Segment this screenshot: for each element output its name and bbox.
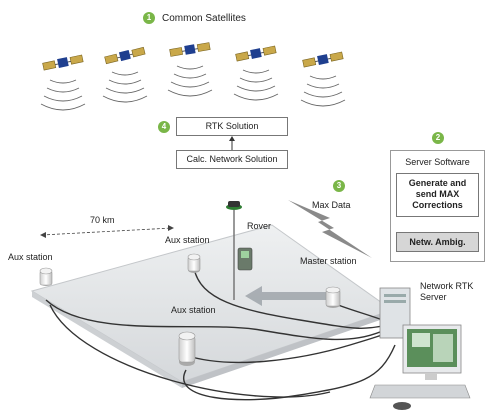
aux-station-front-label: Aux station [171,305,216,315]
satellite-2 [104,46,146,65]
distance-label: 70 km [90,215,115,225]
aux-station-middle [187,253,201,273]
satellite-5 [302,51,344,68]
server-computer [369,287,471,410]
max-data-label: Max Data [312,200,351,210]
satellite-4 [235,45,277,62]
aux-station-left [39,267,53,286]
step-badge-3: 3 [333,180,345,192]
master-station-label: Master station [300,256,357,266]
step-badge-4: 4 [158,121,170,133]
satellite-signal-5 [300,75,346,107]
satellite-3 [169,42,211,57]
network-rtk-server-label: Network RTK Server [420,281,474,302]
distance-arrow [40,225,174,238]
satellite-signal-4 [233,69,279,101]
satellite-signal-1 [40,79,86,111]
correction-flow-arrow [245,286,330,306]
network-ambiguity-box: Netw. Ambig. [396,232,479,252]
rover-receiver [226,201,253,300]
max-data-lightning [288,200,372,258]
aux-station-left-label: Aux station [8,252,53,262]
satellite-signal-3 [167,65,213,97]
aux-station-middle-label: Aux station [165,235,210,245]
rtk-solution-box: RTK Solution [176,117,288,136]
common-satellites-label: Common Satellites [162,13,246,24]
rtk-up-arrow [229,136,235,150]
satellite-signal-2 [102,71,148,103]
network-cables [45,267,396,401]
server-software-title: Server Software [405,157,470,167]
calc-network-solution-box: Calc. Network Solution [176,150,288,169]
generate-corrections-box: Generate and send MAX Corrections [396,173,479,217]
step-badge-2: 2 [432,132,444,144]
aux-station-front [178,331,196,366]
master-station [325,286,341,308]
rover-label: Rover [247,221,272,231]
satellite-1 [42,54,84,71]
step-badge-1: 1 [143,12,155,24]
